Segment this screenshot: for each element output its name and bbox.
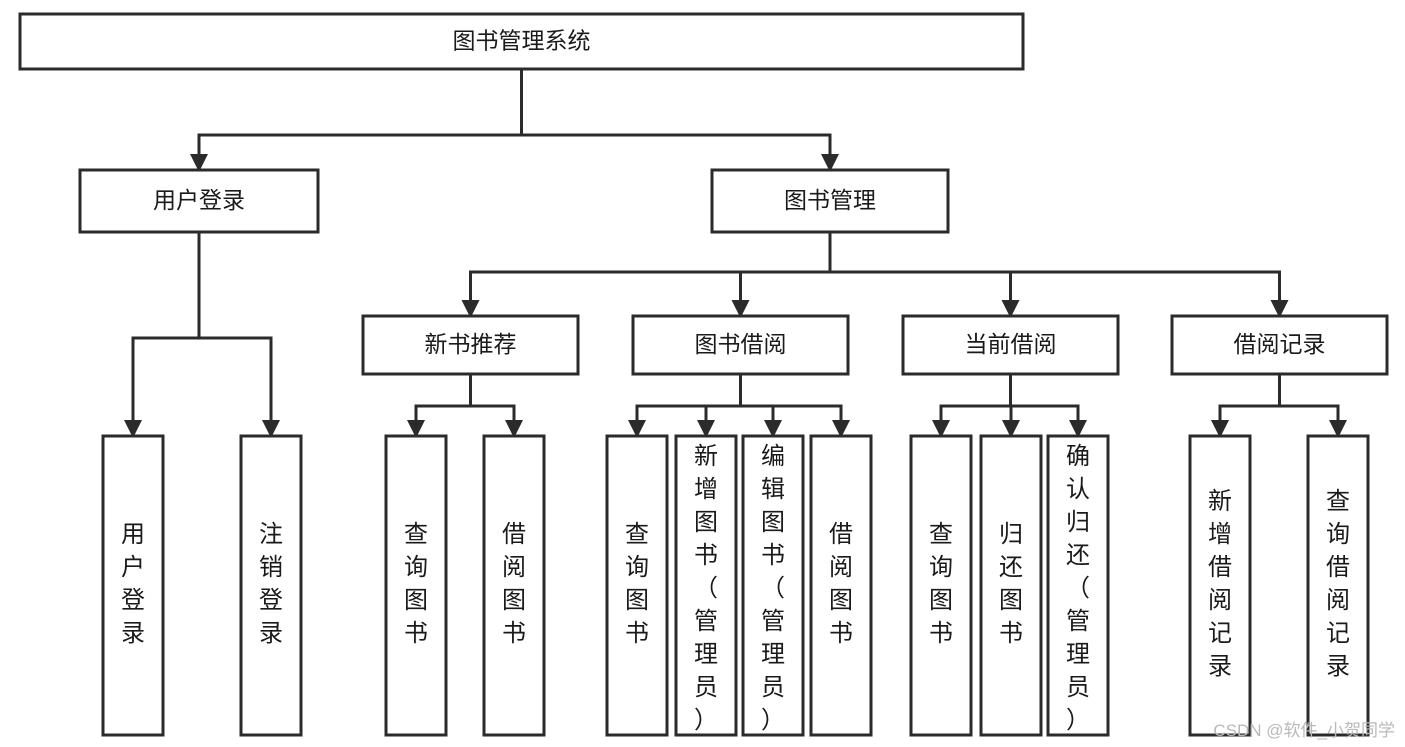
node-current-borrow-label: 当前借阅 [965, 331, 1057, 357]
arrow-head-icon [461, 300, 480, 318]
node-borrow-record-label: 借阅记录 [1234, 331, 1326, 357]
arrow-head-icon [1002, 420, 1020, 438]
node-layer: 图书管理系统用户登录图书管理新书推荐图书借阅当前借阅借阅记录用户登录注销登录查询… [18, 12, 1389, 737]
node-leaf-edit-book-label: 编辑图书（管理员） [761, 443, 785, 734]
node-book-management-label: 图书管理 [784, 187, 876, 213]
node-root-system-box [18, 12, 1025, 71]
node-leaf-query-book-1-label: 查询图书 [404, 521, 428, 647]
node-leaf-logout-login[interactable]: 注销登录 [239, 434, 303, 737]
node-leaf-query-record-box [1306, 434, 1370, 737]
node-leaf-user-login[interactable]: 用户登录 [101, 434, 165, 737]
node-new-book-recommend-label: 新书推荐 [425, 331, 517, 357]
node-book-borrow-label: 图书借阅 [695, 331, 787, 357]
node-leaf-query-book-1[interactable]: 查询图书 [384, 434, 448, 737]
node-borrow-record-box [1170, 314, 1389, 376]
arrow-head-icon [262, 420, 280, 438]
node-leaf-add-book-box [674, 434, 738, 737]
node-leaf-borrow-book-1-label: 借阅图书 [502, 521, 526, 647]
node-leaf-confirm-return-label: 确认归还（管理员） [1066, 443, 1090, 734]
arrow-head-icon [1069, 420, 1087, 438]
node-leaf-user-login-box [101, 434, 165, 737]
node-current-borrow[interactable]: 当前借阅 [901, 314, 1120, 376]
arrow-head-icon [932, 420, 950, 438]
node-leaf-borrow-book-1[interactable]: 借阅图书 [482, 434, 546, 737]
node-leaf-confirm-return-box [1046, 434, 1110, 737]
node-user-login-label: 用户登录 [153, 187, 245, 213]
node-leaf-add-book[interactable]: 新增图书（管理员） [674, 434, 738, 737]
csdn-watermark: CSDN @软件_小贺同学 [1213, 721, 1395, 740]
node-borrow-record[interactable]: 借阅记录 [1170, 314, 1389, 376]
arrow-head-icon [821, 154, 839, 172]
node-book-borrow-box [631, 314, 850, 376]
node-leaf-query-book-3[interactable]: 查询图书 [909, 434, 973, 737]
node-leaf-logout-login-box [239, 434, 303, 737]
arrow-head-icon [407, 420, 425, 438]
node-leaf-query-book-1-box [384, 434, 448, 737]
node-book-management[interactable]: 图书管理 [710, 168, 950, 234]
node-leaf-borrow-book-1-box [482, 434, 546, 737]
arrow-head-icon [505, 420, 523, 438]
node-book-management-box [710, 168, 950, 234]
arrow-head-icon [124, 420, 142, 438]
node-leaf-query-record[interactable]: 查询借阅记录 [1306, 434, 1370, 737]
arrow-head-icon [731, 300, 750, 318]
node-leaf-query-book-3-label: 查询图书 [929, 521, 953, 647]
node-leaf-query-book-2[interactable]: 查询图书 [605, 434, 669, 737]
node-leaf-return-book-label: 归还图书 [999, 521, 1023, 647]
arrow-head-icon [832, 420, 850, 438]
arrow-head-icon [628, 420, 646, 438]
node-new-book-recommend[interactable]: 新书推荐 [361, 314, 580, 376]
arrow-head-icon [1001, 300, 1020, 318]
node-leaf-add-record[interactable]: 新增借阅记录 [1188, 434, 1252, 737]
arrow-head-icon [764, 420, 782, 438]
node-root-system-label: 图书管理系统 [453, 28, 591, 54]
node-leaf-query-book-2-label: 查询图书 [625, 521, 649, 647]
arrow-head-icon [1211, 420, 1229, 438]
node-current-borrow-box [901, 314, 1120, 376]
node-leaf-logout-login-label: 注销登录 [259, 521, 283, 647]
node-leaf-borrow-book-2-label: 借阅图书 [829, 521, 853, 647]
arrow-head-icon [697, 420, 715, 438]
node-leaf-edit-book[interactable]: 编辑图书（管理员） [741, 434, 805, 737]
node-new-book-recommend-box [361, 314, 580, 376]
node-user-login-box [78, 168, 320, 234]
node-leaf-borrow-book-2-box [809, 434, 873, 737]
node-leaf-edit-book-box [741, 434, 805, 737]
node-leaf-borrow-book-2[interactable]: 借阅图书 [809, 434, 873, 737]
node-leaf-add-record-box [1188, 434, 1252, 737]
arrow-head-icon [1329, 420, 1347, 438]
node-leaf-query-book-3-box [909, 434, 973, 737]
node-book-borrow[interactable]: 图书借阅 [631, 314, 850, 376]
arrow-head-icon [1270, 300, 1289, 318]
connector-layer [124, 67, 1347, 438]
node-leaf-add-book-label: 新增图书（管理员） [694, 443, 718, 734]
node-leaf-query-record-label: 查询借阅记录 [1326, 488, 1350, 680]
node-leaf-confirm-return[interactable]: 确认归还（管理员） [1046, 434, 1110, 737]
node-leaf-return-book[interactable]: 归还图书 [979, 434, 1043, 737]
arrow-head-icon [190, 154, 208, 172]
node-root-system[interactable]: 图书管理系统 [18, 12, 1025, 71]
node-leaf-query-book-2-box [605, 434, 669, 737]
node-leaf-return-book-box [979, 434, 1043, 737]
node-leaf-add-record-label: 新增借阅记录 [1208, 488, 1232, 680]
node-user-login[interactable]: 用户登录 [78, 168, 320, 234]
node-leaf-user-login-label: 用户登录 [121, 521, 145, 647]
